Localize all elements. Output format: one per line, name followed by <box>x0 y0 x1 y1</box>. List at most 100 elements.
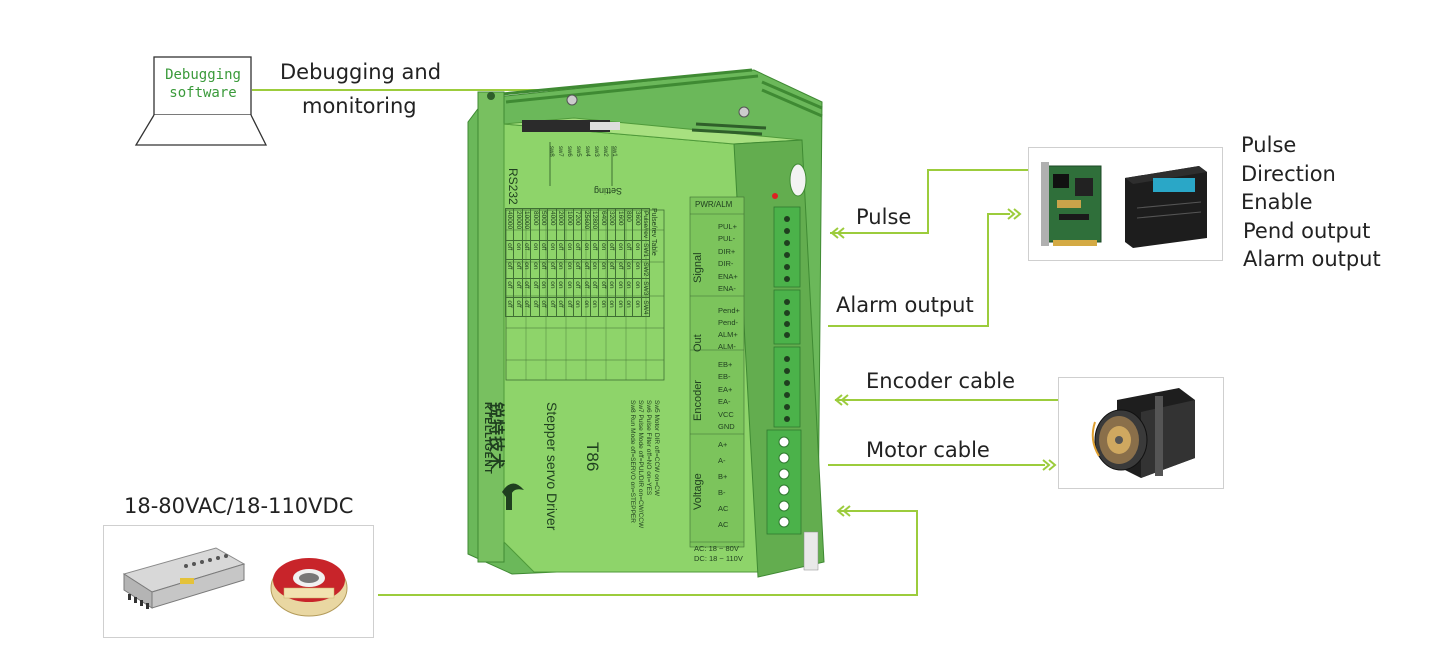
alarm-output-label: Alarm output <box>836 293 974 317</box>
sw-label: sw3 <box>593 146 599 157</box>
terminal-pin-label: EB- <box>718 372 731 382</box>
pulse-table-cell: on <box>531 240 540 260</box>
pulse-table-cell: 25600 <box>582 208 591 241</box>
terminal-pin-label: DIR- <box>718 259 734 269</box>
pulse-table-cell: 6400 <box>599 208 608 241</box>
pulse-table-cell: 1000 <box>565 208 574 241</box>
switching-power-supply-icon <box>122 547 246 609</box>
pulse-table-cell: off <box>514 278 523 298</box>
pulse-table-cell: off <box>599 278 608 298</box>
pulse-arrow <box>830 227 845 239</box>
dip-switch-labels: sw8 sw7 sw6 sw5 sw4 sw3 sw2 sw1 <box>548 146 617 157</box>
pulse-table-title: Pulse/rev Table <box>650 208 657 256</box>
pulse-label: Pulse <box>856 205 912 229</box>
pulse-table-cell: on <box>531 259 540 279</box>
terminal-pin-label: B+ <box>718 472 728 481</box>
signal-item: Alarm output <box>1243 247 1381 271</box>
pulse-table-cell: 3600 <box>633 208 642 241</box>
setting-label: Setting <box>594 186 623 196</box>
signal-item: Pend output <box>1243 218 1371 243</box>
pulse-table-cell: 7200 <box>573 208 582 241</box>
pulse-table-cell: 5000 <box>539 208 548 241</box>
sw-label: sw8 <box>548 146 554 157</box>
pulse-table-cell: off <box>505 240 514 260</box>
voltage-note-dc: DC: 18 ~ 110V <box>694 554 743 563</box>
pulse-table-cell: off <box>505 278 514 298</box>
pulse-table-cell: on <box>582 297 591 317</box>
encoder-cable-label: Encoder cable <box>866 369 1016 393</box>
pulse-table-cell: off <box>582 259 591 279</box>
terminal-pin-label: VCC <box>718 409 734 419</box>
pulse-table-cell: 8000 <box>531 208 540 241</box>
pulse-table-cell: off <box>624 240 633 260</box>
pulse-table-cell: off <box>556 240 565 260</box>
pulse-table-cell: 800 <box>624 208 633 241</box>
laptop-icon <box>134 56 268 146</box>
pulse-table-cell: off <box>522 278 531 298</box>
sw-label: sw7 <box>557 146 563 157</box>
pulse-table-cell: 12800 <box>590 208 599 241</box>
sw-label: sw5 <box>575 146 581 157</box>
pulse-table-cell: on <box>522 259 531 279</box>
controller-box <box>1028 147 1223 261</box>
signal-list: Pulse Direction Enable Pend output Alarm… <box>1241 131 1381 274</box>
signal-item: Enable <box>1241 190 1313 214</box>
motor-arrow <box>1042 459 1057 471</box>
terminal-pin-label: Pend- <box>718 318 739 327</box>
terminal-pin-label: PUL- <box>718 234 736 244</box>
pulse-table-cell: 40000 <box>505 208 514 241</box>
terminal-pin-label: ALM+ <box>718 330 738 339</box>
pulse-table-header: SW2 <box>641 259 650 279</box>
motor-cable-label: Motor cable <box>866 438 990 462</box>
product-name: Stepper servo Driver <box>544 402 560 531</box>
pulse-table-cell: off <box>514 259 523 279</box>
terminal-group-encoder: Encoder <box>692 380 704 421</box>
sw-note: Sw6 Pulse Filter off=NO on=YES <box>645 400 652 496</box>
terminal-pin-label: Pend+ <box>718 306 740 315</box>
pulse-table-cell: off <box>531 278 540 298</box>
sw-note: Sw8 Run Mode off=SERVO on=STEPPER <box>629 400 636 523</box>
voltage-note: AC: 18 ~ 80V DC: 18 ~ 110V <box>694 544 743 564</box>
stepper-motor-icon <box>1091 388 1195 478</box>
pulse-table-header: SW1 <box>641 240 650 260</box>
pulse-table-cell: off <box>582 278 591 298</box>
pulse-table-cell: 20000 <box>514 208 523 241</box>
brand-en: RTELLIGENT <box>482 402 493 475</box>
pulse-table-cell: on <box>565 240 574 260</box>
pulse-line <box>830 169 1028 234</box>
pulse-table-cell: on <box>565 259 574 279</box>
laptop-line-2: software <box>169 85 237 101</box>
pulse-table-cell: 1600 <box>616 208 625 241</box>
pulse-table-cell: on <box>514 240 523 260</box>
plc-icon <box>1125 166 1207 248</box>
toroidal-transformer-icon <box>270 558 348 617</box>
pulse-table-cell: off <box>539 297 548 317</box>
terminal-pin-label: ENA+ <box>718 271 738 281</box>
pulse-table-cell: on <box>556 278 565 298</box>
alarm-arrow <box>1007 208 1022 220</box>
voltage-note-ac: AC: 18 ~ 80V <box>694 544 739 553</box>
pulse-table-header: Pulse/rev <box>641 208 650 241</box>
terminal-pin-label: AC <box>718 504 729 513</box>
laptop-line-1: Debugging <box>165 67 241 83</box>
pulse-table-cell: on <box>616 297 625 317</box>
signal-item: Pulse <box>1241 133 1297 157</box>
pwr-alm-label: PWR/ALM <box>695 200 733 209</box>
laptop-screen-text: Debugging software <box>156 66 250 102</box>
pulse-table-cell: off <box>548 259 557 279</box>
stepper-driver <box>467 68 825 578</box>
pulse-table-cell: 4000 <box>548 208 557 241</box>
sw-label: sw4 <box>584 146 590 157</box>
terminal-pin-label: PUL+ <box>718 222 737 231</box>
terminal-pin-label: A+ <box>718 440 728 449</box>
pulse-table-cell: on <box>582 240 591 260</box>
